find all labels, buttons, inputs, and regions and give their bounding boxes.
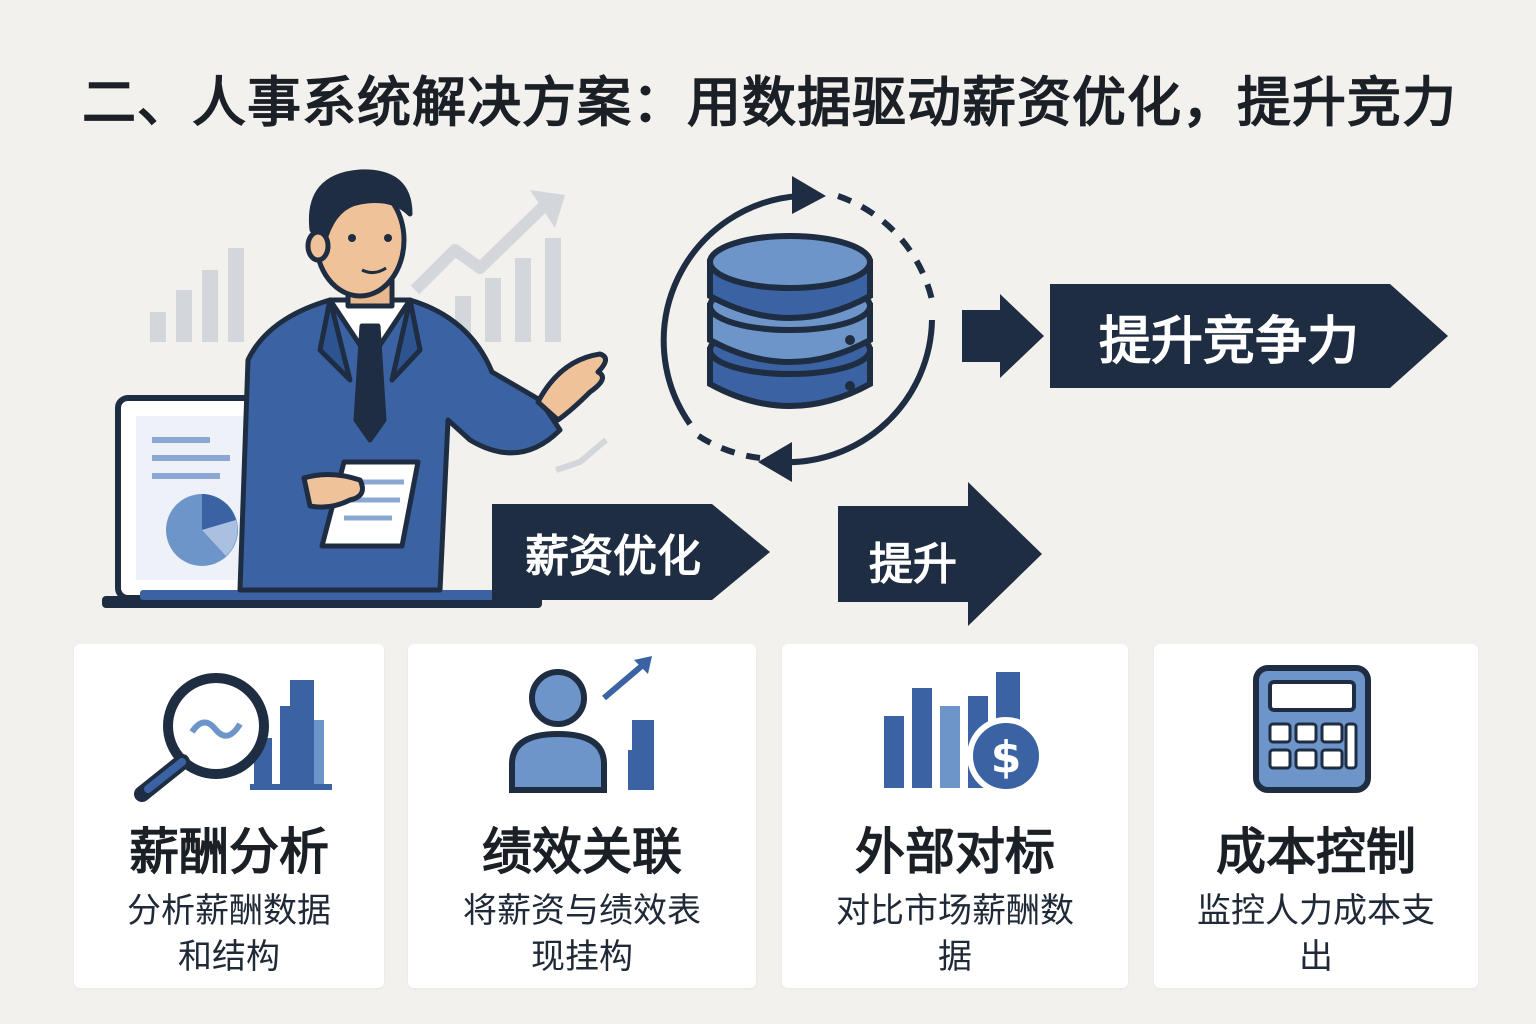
card-title: 外部对标 xyxy=(855,823,1055,881)
person-growth-icon xyxy=(509,656,654,793)
background-trend-icon xyxy=(410,200,550,295)
card-cost-control: 成本控制 监控人力成本支出 xyxy=(1154,644,1478,988)
card-salary-analysis: 薪酬分析 分析薪酬数据和结构 xyxy=(74,644,384,988)
salary-banner-label: 薪资优化 xyxy=(525,531,701,582)
card-title: 薪酬分析 xyxy=(129,823,329,881)
card-desc: 分析薪酬数据和结构 xyxy=(127,891,331,977)
svg-text:$: $ xyxy=(991,732,1022,783)
bar-dollar-icon: $ xyxy=(884,672,1045,795)
card-title: 成本控制 xyxy=(1216,823,1416,881)
boost-banner: 提升 xyxy=(838,482,1042,626)
presenter-illustration xyxy=(102,169,1044,608)
card-performance-link: 绩效关联 将薪资与绩效表现挂构 xyxy=(408,644,756,988)
card-desc: 监控人力成本支出 xyxy=(1197,891,1435,977)
small-arrow-icon xyxy=(962,294,1044,378)
businessman-icon xyxy=(237,169,608,593)
refresh-cycle-icon xyxy=(660,193,935,466)
face-features xyxy=(348,234,392,275)
card-desc: 对比市场薪酬数据 xyxy=(836,891,1074,977)
calculator-icon xyxy=(1253,665,1371,793)
card-external-benchmark: $ 外部对标 对比市场薪酬数据 xyxy=(782,644,1128,988)
card-desc: 将薪资与绩效表现挂构 xyxy=(463,891,701,977)
magnifier-chart-icon xyxy=(134,673,332,802)
compete-banner-label: 提升竞争力 xyxy=(1098,311,1359,372)
page-title: 二、人事系统解决方案：用数据驱动薪资优化，提升竞力 xyxy=(82,71,1457,134)
database-icon xyxy=(707,233,873,409)
boost-banner-label: 提升 xyxy=(869,539,957,590)
card-title: 绩效关联 xyxy=(482,823,682,881)
salary-banner: 薪资优化 xyxy=(492,504,770,600)
boost-arrow-icon xyxy=(838,482,1042,626)
compete-banner: 提升竞争力 xyxy=(1050,284,1448,388)
